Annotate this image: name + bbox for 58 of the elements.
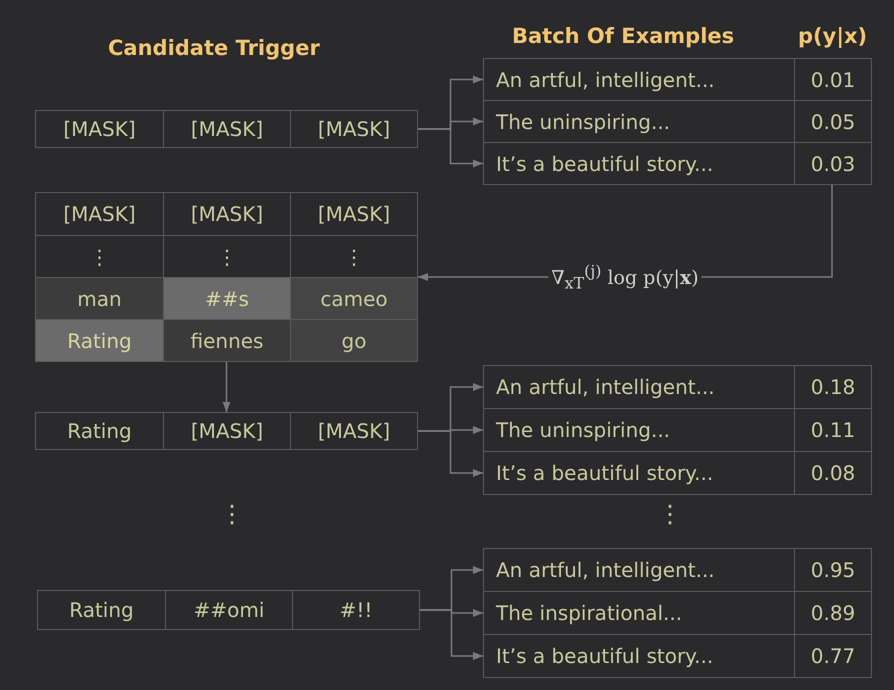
candidate-token: Rating: [36, 319, 163, 361]
example-sentence: The inspirational...: [495, 600, 684, 627]
column-heading: p(y|x): [798, 24, 868, 48]
candidate-token: ##s: [163, 277, 290, 319]
example-sentence: It’s a beautiful story...: [495, 150, 714, 178]
trigger-row: [35, 110, 418, 148]
example-sentence: The uninspiring...: [495, 108, 672, 136]
trigger-row: [35, 412, 418, 450]
candidate-token: fiennes: [163, 319, 290, 361]
arrow: [418, 128, 483, 168]
candidate-token: cameo: [290, 277, 417, 319]
example-row: [483, 365, 872, 409]
trigger-token: [MASK]: [163, 111, 290, 147]
example-sentence: It’s a beautiful story...: [495, 460, 714, 487]
probability-value: 0.01: [794, 59, 871, 100]
trigger-token: Rating: [68, 597, 135, 624]
example-row: [483, 591, 872, 635]
example-row: [483, 451, 872, 495]
ellipsis: ⋮: [220, 500, 244, 528]
probability-value: 0.03: [794, 143, 871, 184]
column-heading: Candidate Trigger: [108, 36, 320, 60]
arrow: [418, 430, 483, 477]
probability-value: 0.18: [794, 366, 871, 408]
candidate-token: [MASK]: [163, 193, 290, 235]
trigger-token: Rating: [66, 418, 133, 445]
trigger-token: #!!: [292, 591, 419, 629]
candidate-token: [MASK]: [62, 201, 137, 228]
probability-value: 0.05: [794, 101, 871, 142]
candidate-token: [MASK]: [290, 193, 417, 235]
trigger-token: [MASK]: [62, 116, 137, 143]
candidate-grid: [35, 192, 418, 362]
candidate-token: man: [36, 277, 163, 319]
candidate-token: go: [290, 319, 417, 361]
example-row: [483, 634, 872, 678]
probability-value: 0.08: [794, 452, 871, 494]
trigger-token: [MASK]: [163, 413, 290, 449]
ellipsis: ⋮: [658, 500, 682, 528]
example-sentence: An artful, intelligent...: [495, 557, 716, 584]
trigger-token: ##omi: [165, 591, 292, 629]
example-row: [483, 408, 872, 452]
probability-value: 0.11: [794, 409, 871, 451]
arrow: [222, 362, 230, 412]
trigger-token: [MASK]: [290, 111, 417, 147]
example-sentence: The uninspiring...: [495, 417, 672, 444]
example-sentence: An artful, intelligent...: [495, 66, 716, 94]
example-sentence: It’s a beautiful story...: [495, 643, 714, 670]
column-heading: Batch Of Examples: [512, 24, 734, 48]
arrow: [420, 609, 483, 660]
example-sentence: An artful, intelligent...: [495, 374, 716, 401]
trigger-row: [37, 590, 420, 630]
example-row: [483, 548, 872, 592]
trigger-token: [MASK]: [290, 413, 417, 449]
example-row: [483, 142, 872, 185]
probability-value: 0.95: [794, 549, 871, 591]
probability-value: 0.89: [794, 592, 871, 634]
example-row: [483, 100, 872, 143]
probability-value: 0.77: [794, 635, 871, 677]
example-row: [483, 58, 872, 101]
